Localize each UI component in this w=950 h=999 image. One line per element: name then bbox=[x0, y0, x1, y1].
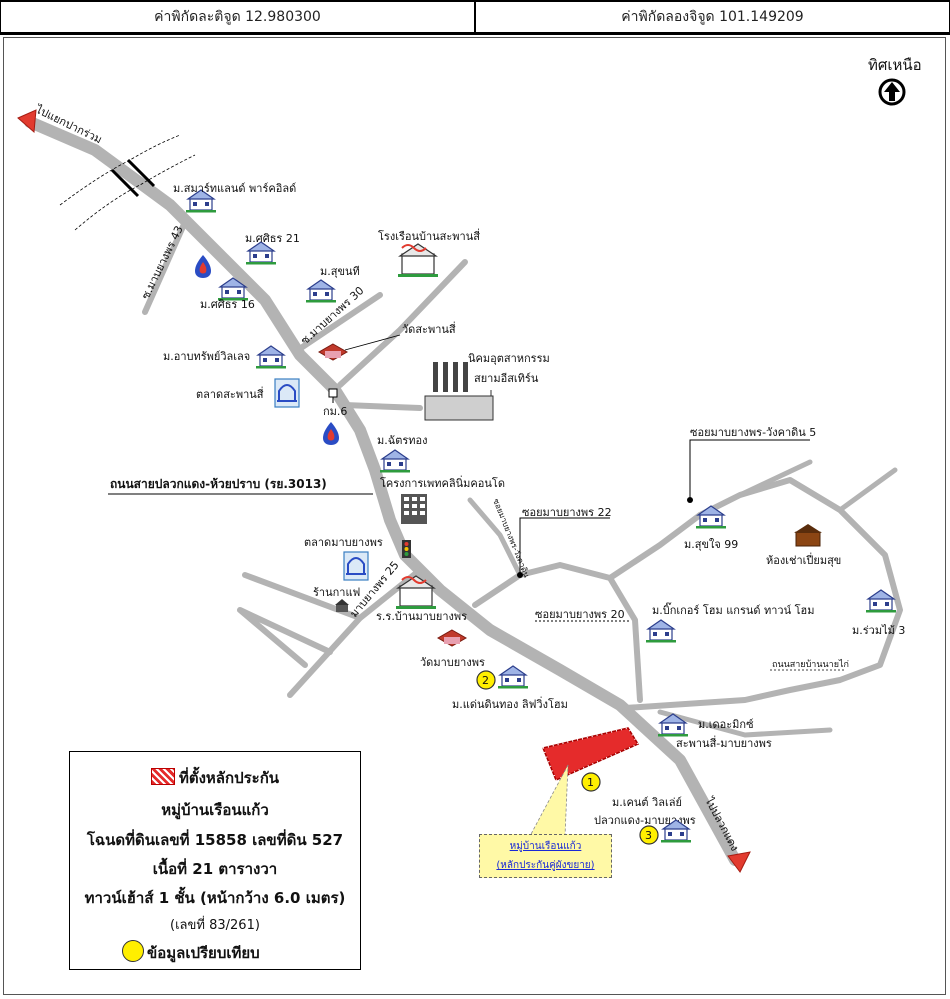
collateral-swatch-icon bbox=[150, 768, 175, 785]
callout-pointer bbox=[529, 764, 569, 837]
east-spur-1 bbox=[737, 459, 813, 498]
legend-collateral-label: ที่ตั้งหลักประกัน bbox=[178, 769, 280, 787]
place-sukhonthi: ม.สุขนที bbox=[320, 265, 360, 278]
coordinate-bar: ค่าพิกัดละติจูด 12.980300 ค่าพิกัดลองจิจ… bbox=[0, 0, 950, 35]
place-ruen-saphansi: โรงเรือนบ้านสะพานสี่ bbox=[378, 228, 480, 243]
east-loop-road bbox=[622, 477, 903, 711]
wat-saphansi-icon bbox=[318, 343, 348, 361]
daenkhinthong-house-icon bbox=[497, 665, 529, 690]
road-nai-kai bbox=[657, 709, 833, 738]
cafe-icon bbox=[335, 599, 349, 612]
gas-station-2-icon bbox=[323, 422, 339, 445]
place-industrial-2: สยามอีสเทิร์น bbox=[474, 372, 539, 385]
map-frame bbox=[3, 37, 946, 995]
place-sasiri21: ม.ศศิธร 21 bbox=[245, 232, 300, 245]
legend-building: ทาวน์เฮ้าส์ 1 ชั้น (หน้ากว้าง 6.0 เมตร) bbox=[84, 889, 346, 907]
sukjai99-house-icon bbox=[695, 505, 727, 530]
north-arrow-icon bbox=[878, 78, 906, 106]
ruammai3-house-icon bbox=[865, 589, 897, 614]
svg-text:1: 1 bbox=[587, 776, 594, 789]
road-network bbox=[24, 116, 903, 866]
north-label: ทิศเหนือ bbox=[868, 56, 922, 74]
place-sukjai99: ม.สุขใจ 99 bbox=[684, 538, 738, 551]
km6-marker-icon bbox=[328, 388, 338, 403]
place-wat-saphansi: วัดสะพานสี่ bbox=[402, 321, 456, 336]
place-kent-1: ม.เคนต์ วิลเล่ย์ bbox=[612, 796, 682, 809]
collateral-parcel bbox=[541, 727, 640, 781]
main-road bbox=[24, 116, 741, 866]
place-daenkhinthong: ม.แด่นดินทอง ลิฟวิ่งโฮม bbox=[452, 696, 568, 711]
place-school: ร.ร.บ้านมาบยางพร bbox=[376, 610, 467, 623]
callout-line2: (หลักประกันคู่ผังขยาย) bbox=[496, 860, 595, 871]
callout-line1: หมู่บ้านเรือนแก้ว bbox=[509, 841, 582, 852]
legend-comparison-row: ข้อมูลเปรียบเทียบ bbox=[70, 940, 412, 965]
gas-station-icon bbox=[195, 255, 211, 278]
sasiri21-house-icon bbox=[245, 241, 277, 266]
atapsap-house-icon bbox=[255, 345, 287, 370]
traffic-light-icon bbox=[402, 540, 411, 558]
collateral-callout: หมู่บ้านเรือนแก้ว (หลักประกันคู่ผังขยาย) bbox=[479, 834, 612, 878]
road-north-junction bbox=[337, 259, 468, 388]
wat-mabyangphon-icon bbox=[437, 629, 467, 647]
biggrand-house-icon bbox=[645, 619, 677, 644]
place-chatthong: ม.ฉัตรทอง bbox=[377, 434, 428, 447]
legend-collateral-row: ที่ตั้งหลักประกัน bbox=[70, 766, 360, 790]
ruen-saphansi-icon bbox=[398, 243, 438, 277]
legend-box: ที่ตั้งหลักประกัน หมู่บ้านเรือนแก้ว โฉนด… bbox=[69, 751, 361, 970]
legend-house-no: (เลขที่ 83/261) bbox=[170, 918, 260, 933]
road-nai-label: ถนนสายบ้านนายไก่ bbox=[772, 659, 849, 670]
road-soi-wangkhadin5-label: ซอยมาบยางพร-วังคาดิน 5 bbox=[690, 426, 816, 439]
place-biggrand: ม.บิ๊กเกอร์ โฮม แกรนด์ ทาวน์ โฮม bbox=[652, 602, 815, 617]
market-saphansi-icon bbox=[274, 378, 300, 408]
place-sasiri16: ม.ศศิธร 16 bbox=[200, 298, 255, 311]
place-ruammai3: ม.ร่วมไม้ 3 bbox=[852, 624, 905, 637]
road-industrial bbox=[342, 402, 423, 411]
marker-3: 3 bbox=[639, 825, 659, 845]
condo-icon bbox=[401, 494, 427, 524]
place-atapsap: ม.อาบทรัพย์วิลเลจ bbox=[163, 350, 250, 363]
school-icon bbox=[396, 575, 436, 609]
road-west-branch-2 bbox=[237, 607, 333, 668]
canal-bridge-icon bbox=[59, 134, 196, 231]
marker-2: 2 bbox=[476, 670, 496, 690]
comparison-dot-icon bbox=[122, 940, 144, 962]
road-soi22-label: ซอยมาบยางพร 22 bbox=[522, 506, 612, 519]
svg-text:2: 2 bbox=[482, 674, 489, 687]
latitude-cell: ค่าพิกัดละติจูด 12.980300 bbox=[0, 0, 476, 35]
room-rent-icon bbox=[794, 524, 822, 547]
marker-1: 1 bbox=[581, 772, 601, 792]
soi-20-road bbox=[607, 575, 643, 703]
legend-project: หมู่บ้านเรือนแก้ว bbox=[161, 801, 269, 819]
soi-22-road bbox=[472, 512, 703, 608]
place-market-mabyangphon: ตลาดมาบยางพร bbox=[304, 536, 383, 549]
legend-deed: โฉนดที่ดินเลขที่ 15858 เลขที่ดิน 527 bbox=[86, 831, 344, 849]
chatthong-house-icon bbox=[379, 449, 411, 474]
place-km6: กม.6 bbox=[323, 405, 347, 418]
place-cafe: ร้านกาแฟ bbox=[313, 586, 360, 599]
soi-30-road bbox=[295, 292, 383, 353]
soi-22-spur bbox=[467, 497, 523, 578]
place-themix-1: ม.เดอะมิกซ์ bbox=[698, 718, 754, 731]
place-smartland: ม.สมาร์ทแลนด์ พาร์คอิลด์ bbox=[173, 182, 296, 195]
market-mabyangphon-icon bbox=[343, 551, 369, 581]
road-soi43-label: ซ.มาบยางพร 43 bbox=[139, 224, 186, 302]
arrow-to-pluakdaeng-icon bbox=[727, 851, 751, 873]
place-themix-2: สะพานสี่-มาบยางพร bbox=[676, 735, 772, 750]
soi-43-road bbox=[142, 219, 188, 315]
svg-text:3: 3 bbox=[645, 829, 652, 842]
legend-area: เนื้อที่ 21 ตารางวา bbox=[152, 860, 278, 878]
factory-icon bbox=[424, 362, 494, 421]
road-main-label: ถนนสายปลวกแดง-ห้วยปราบ (รย.3013) bbox=[110, 477, 327, 491]
place-condo: โครงการเพทคลินิ่มคอนโด bbox=[380, 475, 505, 490]
east-spur-2 bbox=[837, 467, 898, 513]
arrow-to-prakruam-icon bbox=[17, 109, 37, 134]
sukhonthi-house-icon bbox=[305, 279, 337, 304]
place-room-rent: ห้องเช่าเปี่ยมสุข bbox=[766, 552, 841, 567]
place-wat-mabyangphon: วัดมาบยางพร bbox=[420, 656, 485, 669]
place-market-saphansi: ตลาดสะพานสี่ bbox=[196, 386, 264, 401]
place-industrial-1: นิคมอุตสาหกรรม bbox=[468, 352, 550, 365]
legend-comparison-label: ข้อมูลเปรียบเทียบ bbox=[147, 944, 260, 962]
road-soi20-label: ซอยมาบยางพร 20 bbox=[535, 608, 625, 621]
